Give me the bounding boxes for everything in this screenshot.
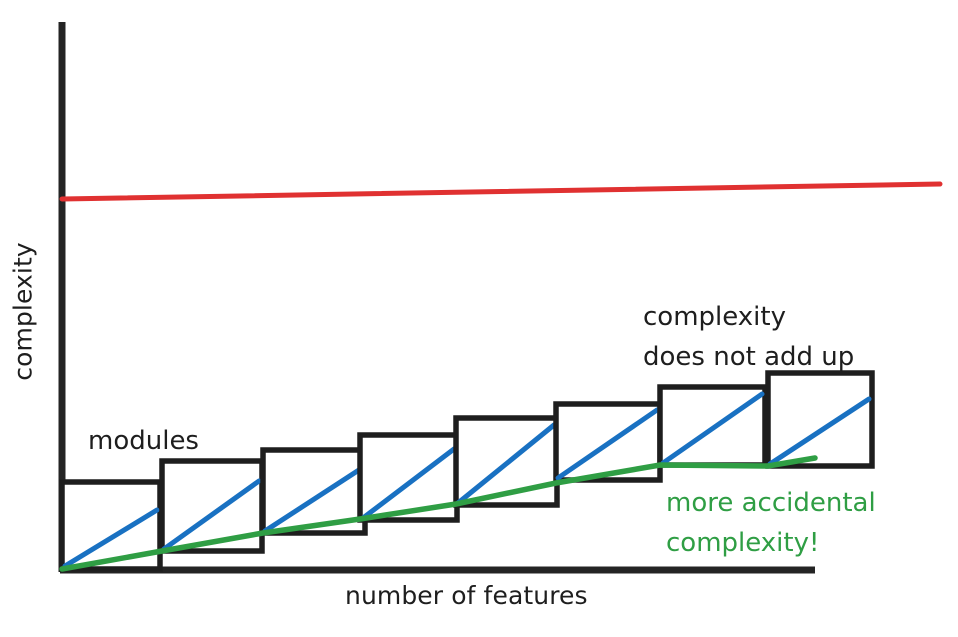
- accidental-line-1: more accidental: [666, 488, 876, 518]
- module-complexity-line: [161, 478, 262, 552]
- module-complexity-line: [555, 407, 660, 481]
- no-add-up-line-1: complexity: [643, 302, 786, 332]
- y-axis-label: complexity: [8, 242, 38, 381]
- module-complexity-line: [455, 422, 557, 506]
- module-rect: [765, 370, 875, 469]
- complexity-does-not-add-up-annotation: complexity does not add up: [643, 297, 854, 377]
- more-accidental-complexity-annotation: more accidental complexity!: [666, 483, 876, 563]
- module-box-7: [657, 384, 768, 468]
- module-complexity-line: [660, 391, 765, 466]
- module-complexity-line: [62, 507, 160, 569]
- module-box-8: [765, 370, 875, 469]
- total-complexity-line: [59, 181, 943, 202]
- module-complexity-line: [360, 446, 457, 521]
- green-line-group: [59, 455, 818, 572]
- modules-annotation: modules: [88, 426, 199, 456]
- accidental-complexity-line: [59, 455, 818, 572]
- accidental-line-2: complexity!: [666, 528, 820, 558]
- module-box-5: [453, 415, 560, 508]
- no-add-up-line-2: does not add up: [643, 342, 855, 372]
- red-line-group: [59, 181, 943, 202]
- module-complexity-line: [262, 465, 365, 534]
- module-complexity-line: [767, 396, 872, 467]
- x-axis-label: number of features: [345, 581, 588, 610]
